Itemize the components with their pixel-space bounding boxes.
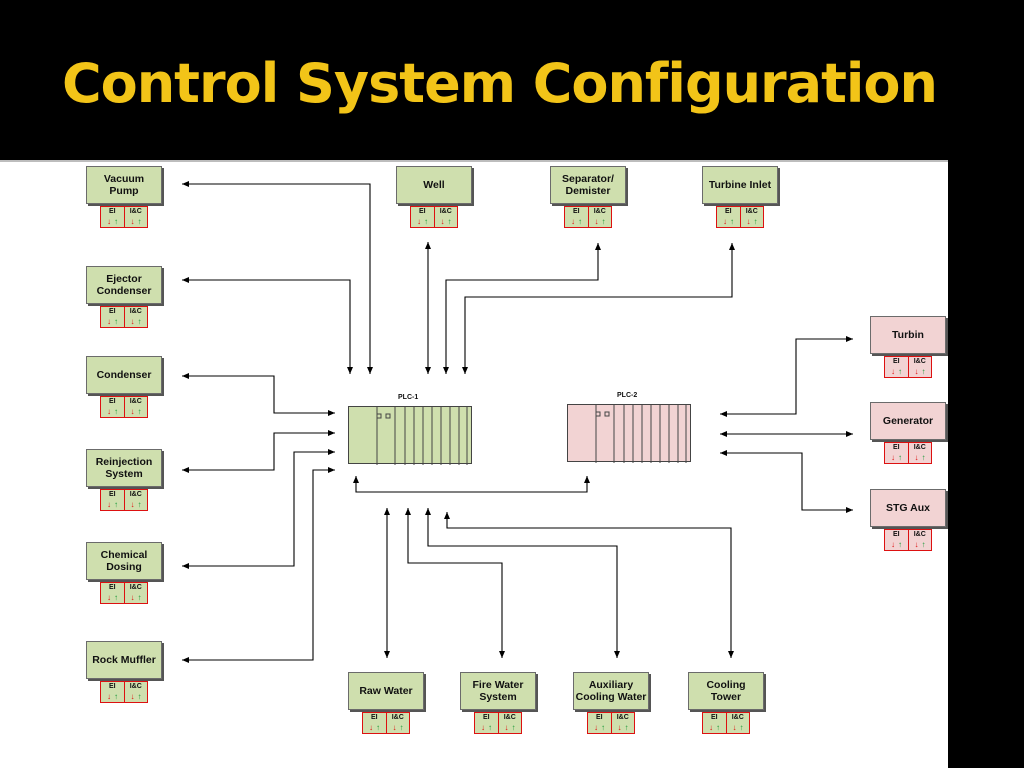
node-cooling-tower[interactable]: Cooling Tower EI↓↑ I&C↓↑ [688,672,764,734]
node-well[interactable]: Well EI↓↑ I&C↓↑ [396,166,472,228]
io-block: EI↓↑ I&C↓↑ [564,206,612,228]
plc-2-slots [595,405,687,463]
io-block: EI↓↑ I&C↓↑ [716,206,764,228]
node-separator-demister[interactable]: Separator/ Demister EI↓↑ I&C↓↑ [550,166,626,228]
node-generator-label: Generator [870,402,946,440]
io-block: EI↓↑ I&C↓↑ [884,356,932,378]
node-raw-water[interactable]: Raw Water EI↓↑ I&C↓↑ [348,672,424,734]
right-margin [948,160,1024,768]
io-block: EI↓↑ I&C↓↑ [100,582,148,604]
plc-1-slots [376,407,468,465]
node-vacuum-pump-label: Vacuum Pump [86,166,162,204]
io-block: EI↓↑ I&C↓↑ [100,396,148,418]
io-block: EI↓↑ I&C↓↑ [100,489,148,511]
wire-turbine-inlet [462,243,735,374]
node-vacuum-pump[interactable]: Vacuum Pump EI↓↑ I&C↓↑ [86,166,162,228]
wire-rock-muffler [182,467,335,663]
node-stg-aux[interactable]: STG Aux EI↓↑ I&C↓↑ [870,489,946,551]
wire-auxiliary-cooling-water [425,508,620,658]
node-turbin-label: Turbin [870,316,946,354]
io-block: EI↓↑ I&C↓↑ [884,442,932,464]
wire-condenser [182,373,335,416]
wire-turbin [720,336,853,417]
node-well-label: Well [396,166,472,204]
node-chemical-dosing-label: Chemical Dosing [86,542,162,580]
io-block: EI↓↑ I&C↓↑ [100,681,148,703]
io-block: EI↓↑ I&C↓↑ [474,712,522,734]
io-block: EI↓↑ I&C↓↑ [100,206,148,228]
plc-2-rack [567,404,691,463]
node-condenser[interactable]: Condenser EI↓↑ I&C↓↑ [86,356,162,418]
node-turbine-inlet-label: Turbine Inlet [702,166,778,204]
wire-stg-aux [720,450,853,513]
plc-1: PLC-1 [348,392,472,465]
node-raw-water-label: Raw Water [348,672,424,710]
plc-2-label: PLC-2 [617,392,638,399]
wire-vacuum-pump [182,181,373,374]
io-block: EI↓↑ I&C↓↑ [884,529,932,551]
plc-2: PLC-2 [567,390,691,463]
node-separator-demister-label: Separator/ Demister [550,166,626,204]
divider [0,160,1024,162]
wire-ejector-condenser [182,277,353,374]
node-reinjection-system-label: Reinjection System [86,449,162,487]
node-turbine-inlet[interactable]: Turbine Inlet EI↓↑ I&C↓↑ [702,166,778,228]
node-stg-aux-label: STG Aux [870,489,946,527]
node-rock-muffler-label: Rock Muffler [86,641,162,679]
node-ejector-condenser-label: Ejector Condenser [86,266,162,304]
node-ejector-condenser[interactable]: Ejector Condenser EI↓↑ I&C↓↑ [86,266,162,328]
wire-cooling-tower [444,512,734,658]
io-block: EI↓↑ I&C↓↑ [587,712,635,734]
node-cooling-tower-label: Cooling Tower [688,672,764,710]
io-block: EI↓↑ I&C↓↑ [702,712,750,734]
node-turbin[interactable]: Turbin EI↓↑ I&C↓↑ [870,316,946,378]
wire-chemical-dosing [182,449,335,569]
io-block: EI↓↑ I&C↓↑ [410,206,458,228]
node-condenser-label: Condenser [86,356,162,394]
wire-fire-water-system [405,508,505,658]
node-fire-water-system[interactable]: Fire Water System EI↓↑ I&C↓↑ [460,672,536,734]
slide-title: Control System Configuration [62,52,938,115]
plc-1-rack [348,406,472,465]
wire-separator-demister [443,243,601,374]
node-reinjection-system[interactable]: Reinjection System EI↓↑ I&C↓↑ [86,449,162,511]
plc-1-label: PLC-1 [398,394,419,401]
node-generator[interactable]: Generator EI↓↑ I&C↓↑ [870,402,946,464]
node-auxiliary-cooling-water[interactable]: Auxiliary Cooling Water EI↓↑ I&C↓↑ [573,672,649,734]
io-block: EI↓↑ I&C↓↑ [100,306,148,328]
node-auxiliary-cooling-water-label: Auxiliary Cooling Water [573,672,649,710]
node-chemical-dosing[interactable]: Chemical Dosing EI↓↑ I&C↓↑ [86,542,162,604]
wire-plc-link [353,476,590,493]
node-rock-muffler[interactable]: Rock Muffler EI↓↑ I&C↓↑ [86,641,162,703]
node-fire-water-system-label: Fire Water System [460,672,536,710]
io-block: EI↓↑ I&C↓↑ [362,712,410,734]
